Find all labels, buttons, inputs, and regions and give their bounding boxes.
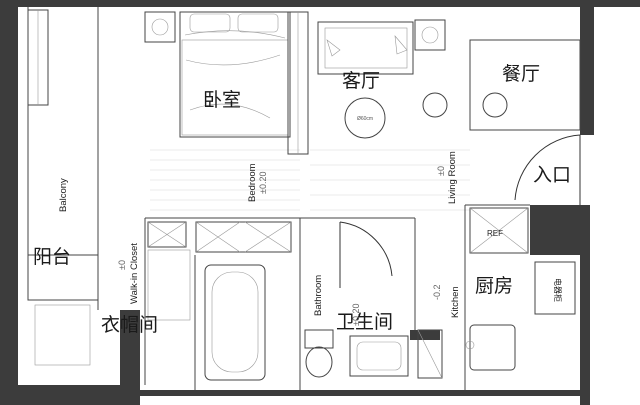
closet-level: ±0 xyxy=(117,260,127,270)
nightstands xyxy=(144,11,446,51)
fridge-label: REF xyxy=(487,229,503,238)
toilet xyxy=(304,329,334,378)
kitchen-en-label: Kitchen xyxy=(450,286,461,318)
floor-pattern xyxy=(150,149,470,211)
bathroom-label: 卫生间 xyxy=(336,311,393,333)
vanity xyxy=(349,335,409,377)
bed xyxy=(179,11,291,138)
bedroom-label: 卧室 xyxy=(203,89,241,111)
closet-en-label: Walk-in Closet xyxy=(129,243,140,304)
bedroom-en-label: Bedroom xyxy=(247,163,258,202)
entrance-label: 入口 xyxy=(533,164,571,186)
dining-room-label: 餐厅 xyxy=(502,63,540,85)
bedroom-level: ±0.20 xyxy=(258,172,268,194)
appliance-cabinet-label: 电器柜 xyxy=(553,278,563,302)
balcony-en-label: Balcony xyxy=(58,178,69,212)
living-room-en-label: Living Room xyxy=(447,151,458,204)
kitchen-label: 厨房 xyxy=(475,275,513,297)
balcony-label: 阳台 xyxy=(33,246,71,268)
entrance-door xyxy=(514,134,581,205)
table-size-label: Ø60cm xyxy=(357,116,373,122)
bathtub xyxy=(204,264,266,381)
closet-shelves xyxy=(147,221,292,321)
sofa xyxy=(317,21,414,75)
closet-label: 衣帽间 xyxy=(101,314,158,336)
bathroom-door xyxy=(339,221,393,288)
living-room-label: 客厅 xyxy=(342,70,380,92)
kitchen-level: -0.2 xyxy=(432,284,442,300)
kitchen-fixtures xyxy=(417,207,576,379)
bathroom-level: ±0.20 xyxy=(351,304,361,326)
living-room-level: ±0 xyxy=(436,166,446,176)
tv-wall xyxy=(287,11,309,155)
bathroom-en-label: Bathroom xyxy=(313,275,324,316)
balcony-railing xyxy=(27,9,99,366)
partitions xyxy=(27,7,530,390)
coffee-table: Ø60cm xyxy=(344,97,386,139)
dining-set xyxy=(422,39,581,131)
